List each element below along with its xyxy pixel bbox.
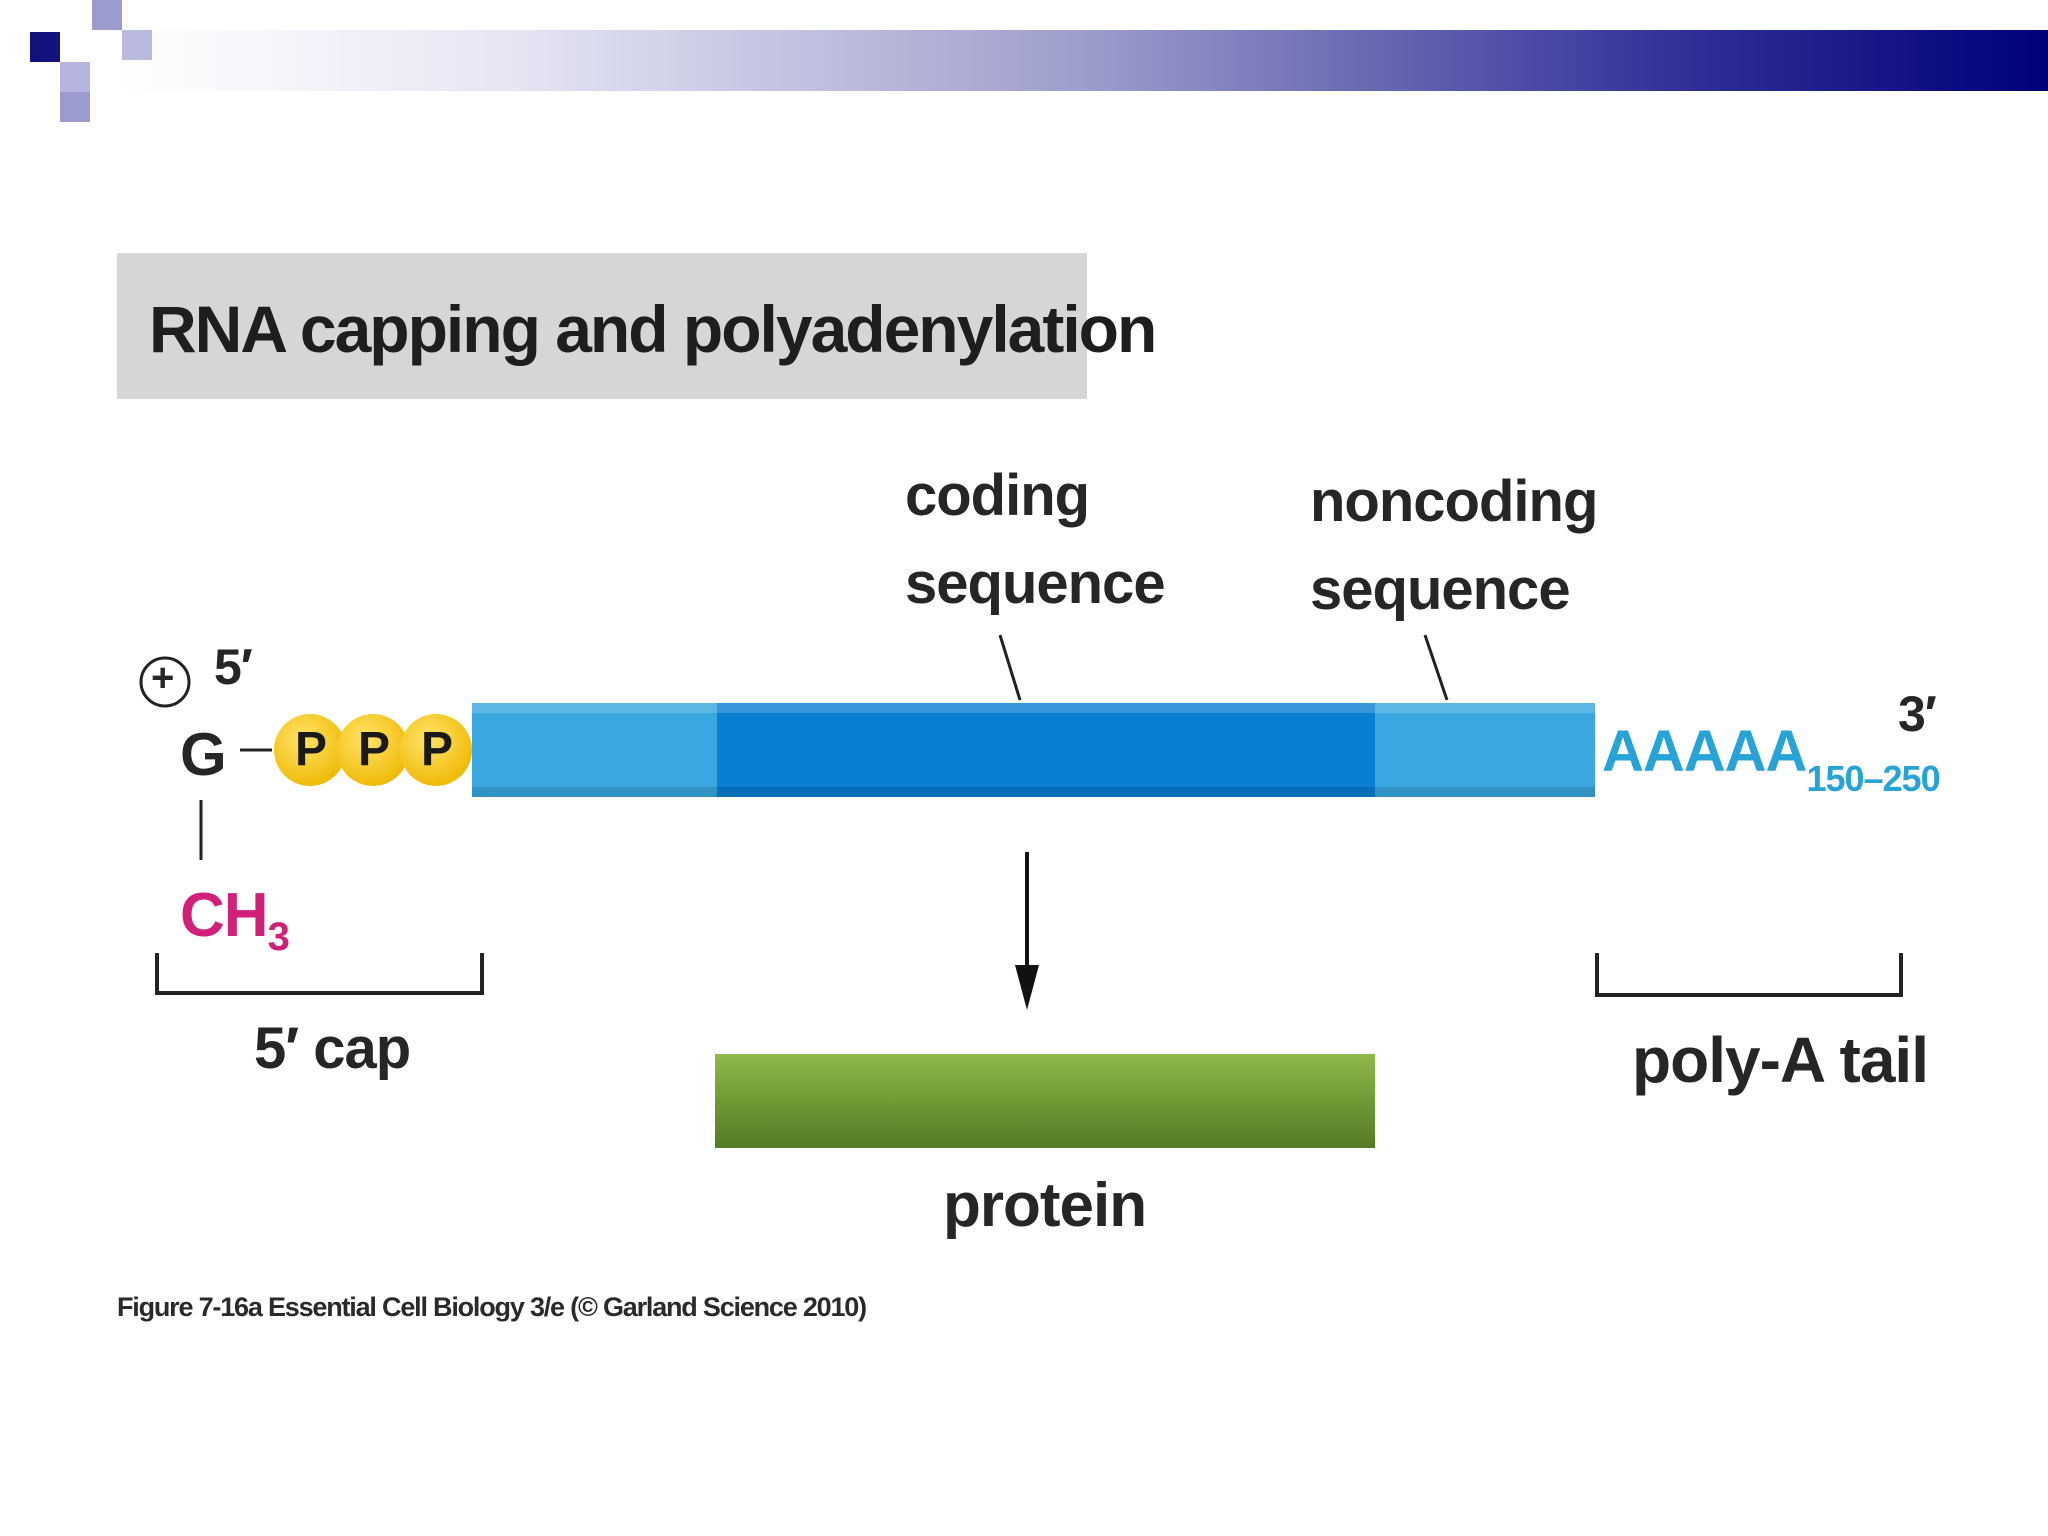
phosphate-circle (274, 714, 346, 786)
methyl-text: CH (180, 881, 269, 950)
figure-credit: Figure 7-16a Essential Cell Biology 3/e … (117, 1292, 867, 1322)
poly-a-length-subscript: 150–250 (1806, 758, 1940, 799)
poly-a-tail-label: poly-A tail (1632, 1024, 1929, 1096)
figure-title: RNA capping and polyadenylation (149, 292, 1157, 366)
phosphate-label: P (358, 723, 390, 776)
translation-arrow-icon (1015, 965, 1039, 1010)
phosphate-circle (400, 714, 472, 786)
protein-label: protein (943, 1171, 1147, 1240)
methyl-group-label: CH3 (180, 880, 290, 959)
slide-header-bar (120, 30, 2048, 91)
header-square-mid (122, 30, 152, 60)
noncoding-sequence-label-line2: sequence (1310, 557, 1571, 622)
mrna-shadow (472, 787, 1595, 797)
noncoding-pointer-line (1423, 634, 1449, 701)
noncoding-sequence-label-line1: noncoding (1310, 469, 1598, 534)
poly-a-sequence-label: AAAAA150–250 (1602, 718, 1941, 799)
methyl-subscript: 3 (267, 915, 290, 959)
protein-bar (715, 1054, 1375, 1148)
poly-a-tail-bracket (1595, 953, 1903, 997)
plus-sign: + (151, 656, 174, 700)
header-square-mid (60, 62, 90, 92)
three-prime-label: 3′ (1898, 686, 1937, 742)
plus-circle-icon (139, 656, 191, 708)
coding-sequence-label-line1: coding (905, 463, 1090, 528)
mrna-highlight (472, 703, 1595, 713)
poly-a-text: AAAAA (1602, 719, 1807, 784)
five-prime-cap-bracket (155, 953, 484, 995)
phosphate-label: P (295, 723, 327, 776)
coding-sequence-label-line2: sequence (905, 551, 1166, 616)
guanine-label: G (180, 721, 227, 788)
coding-pointer-line (998, 634, 1022, 701)
phosphate-label: P (421, 723, 453, 776)
mrna-3-utr (1375, 703, 1595, 797)
figure-title-box: RNA capping and polyadenylation (117, 253, 1157, 399)
header-square-mid (60, 92, 90, 122)
mrna-coding-region (717, 703, 1375, 797)
five-prime-label: 5′ (214, 639, 253, 695)
header-square-dark (30, 32, 60, 62)
five-prime-cap-label: 5′ cap (254, 1016, 411, 1081)
phosphate-circle (337, 714, 409, 786)
mrna-5-utr (472, 703, 717, 797)
header-square-mid (92, 0, 122, 30)
